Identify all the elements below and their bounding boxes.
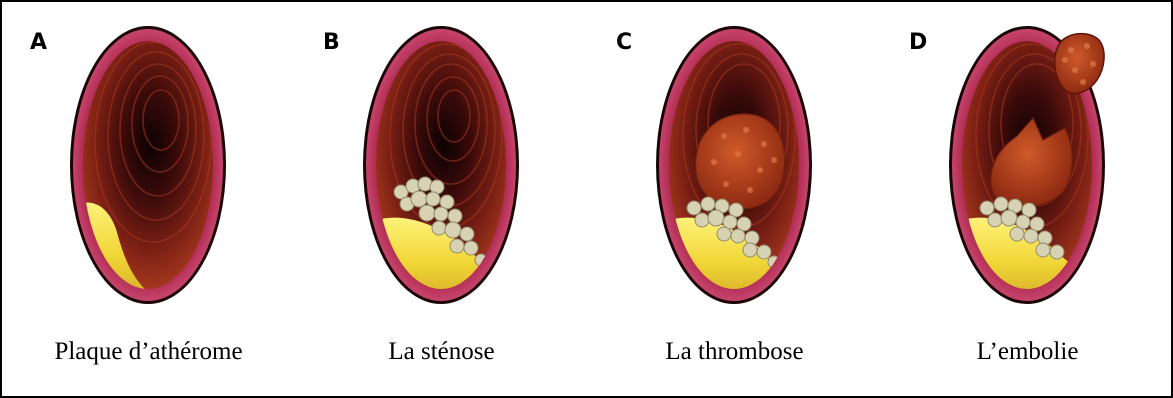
caption: L’embolie	[881, 338, 1173, 366]
panel-letter: A	[30, 30, 47, 55]
artery-cross-section	[947, 24, 1107, 306]
caption: La thrombose	[588, 338, 881, 366]
panel-letter: D	[909, 30, 927, 55]
artery-cross-section	[361, 24, 521, 306]
artery-cross-section	[654, 24, 814, 306]
panel-d: D	[881, 2, 1173, 398]
caption: La sténose	[295, 338, 588, 366]
artery-cross-section	[68, 24, 228, 306]
embolus	[1055, 34, 1104, 94]
panel-a: A Plaque d’athérome	[2, 2, 295, 398]
panel-letter: C	[616, 30, 632, 55]
panel-letter: B	[323, 30, 340, 55]
panel-b: B	[295, 2, 588, 398]
caption: Plaque d’athérome	[2, 338, 295, 366]
panel-c: C	[588, 2, 881, 398]
